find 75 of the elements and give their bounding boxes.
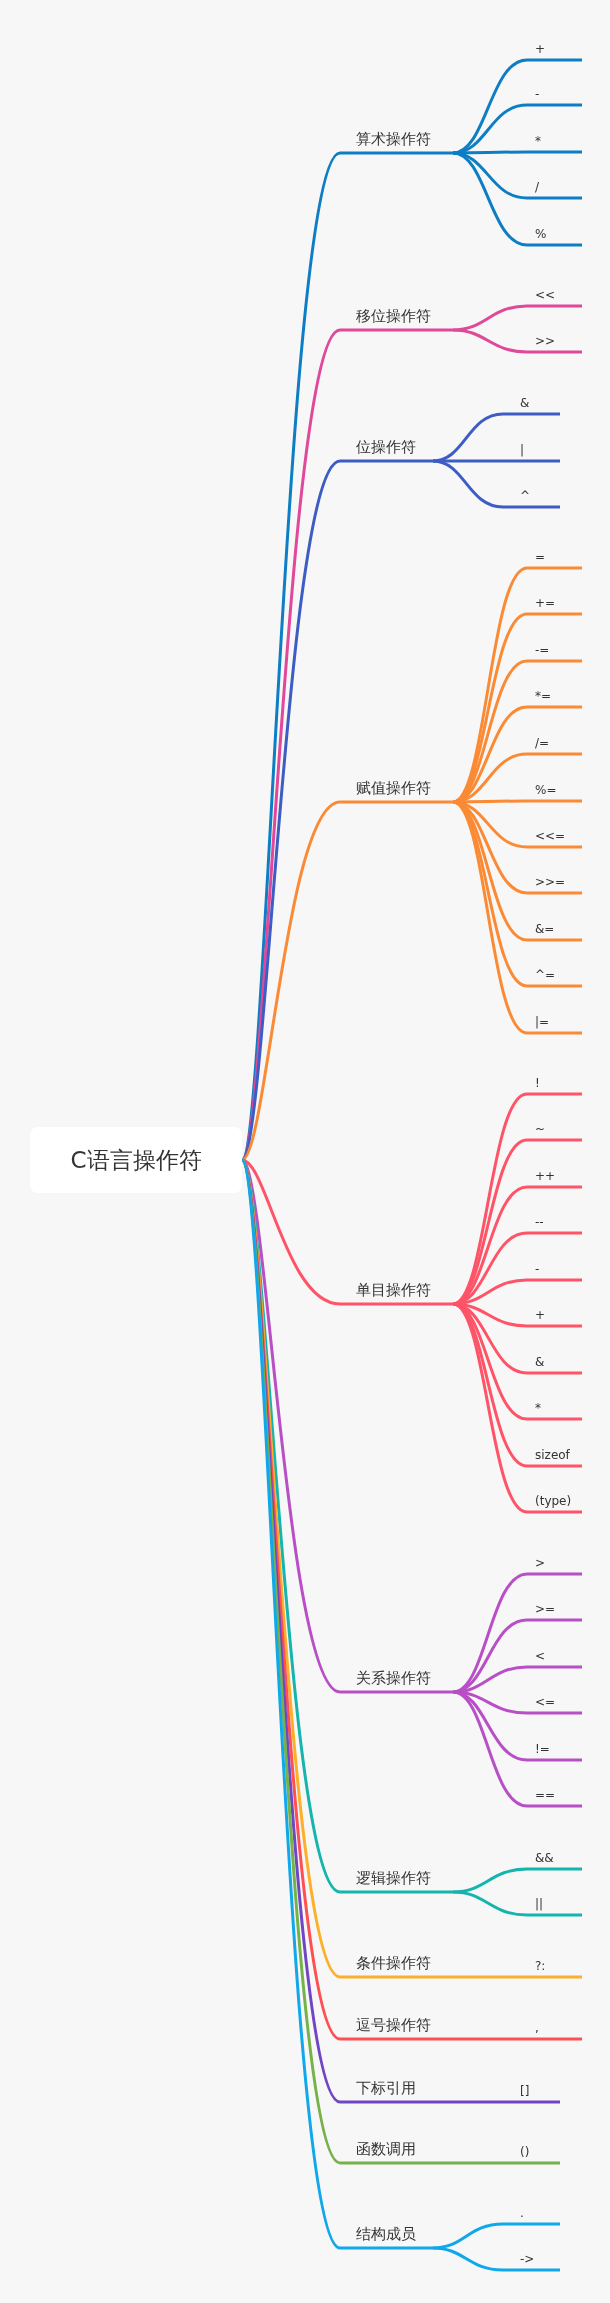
leaf-topic: !=	[527, 1738, 582, 1760]
leaf-topic: sizeof	[527, 1444, 582, 1466]
leaf-topic: /=	[527, 732, 582, 754]
branch-line	[452, 1867, 582, 1894]
leaf-topic: &	[527, 1351, 582, 1373]
branch-line	[433, 2161, 560, 2165]
branch-topic: 函数调用	[340, 2137, 433, 2163]
leaf-topic: *	[527, 130, 582, 152]
branch-line	[452, 328, 582, 354]
leaf-topic: --	[527, 1211, 582, 1233]
leaf-topic: ~	[527, 1118, 582, 1140]
branch-line	[432, 412, 560, 463]
leaf-topic: *=	[527, 685, 582, 707]
branch-topic: 位操作符	[340, 435, 433, 461]
branch-line	[453, 1975, 582, 1979]
leaf-topic: +	[527, 38, 582, 60]
branch-line	[453, 150, 582, 155]
leaf-topic: <<	[527, 284, 582, 306]
leaf-topic: ++	[527, 1165, 582, 1187]
branch-line	[453, 2037, 582, 2041]
branch-line	[432, 2222, 560, 2250]
leaf-topic: +=	[527, 592, 582, 614]
leaf-topic: >>=	[527, 871, 582, 893]
leaf-topic: +	[527, 1304, 582, 1326]
leaf-topic: >=	[527, 1598, 582, 1620]
leaf-topic: ^=	[527, 964, 582, 986]
leaf-topic: >>	[527, 330, 582, 352]
leaf-topic: ==	[527, 1784, 582, 1806]
leaf-topic: >	[527, 1552, 582, 1574]
leaf-topic: ,	[527, 2017, 582, 2039]
branch-line	[452, 1890, 582, 1917]
leaf-topic: []	[503, 2080, 560, 2102]
leaf-topic: *	[527, 1397, 582, 1419]
branch-line	[452, 151, 582, 247]
branch-topic: 算术操作符	[340, 127, 453, 153]
branch-topic: 结构成员	[340, 2222, 433, 2248]
branch-line	[240, 459, 433, 1161]
leaf-topic: ->	[503, 2248, 560, 2270]
leaf-topic: =	[527, 546, 582, 568]
leaf-topic: ^	[503, 485, 560, 507]
leaf-topic: <	[527, 1645, 582, 1667]
leaf-topic: !	[527, 1072, 582, 1094]
branch-line	[432, 2246, 560, 2272]
leaf-topic: .	[503, 2202, 560, 2224]
leaf-topic: ||	[527, 1893, 582, 1915]
leaf-topic: -	[527, 83, 582, 105]
leaf-topic: %=	[527, 779, 582, 801]
leaf-topic: <<=	[527, 825, 582, 847]
leaf-topic: -=	[527, 639, 582, 661]
branch-topic: 移位操作符	[340, 304, 453, 330]
leaf-topic: (type)	[527, 1490, 582, 1512]
branch-topic: 赋值操作符	[340, 776, 453, 802]
branch-line	[452, 304, 582, 332]
leaf-topic: &	[503, 392, 560, 414]
leaf-topic: %	[527, 223, 582, 245]
leaf-topic: /	[527, 176, 582, 198]
leaf-topic: &=	[527, 918, 582, 940]
branch-line	[240, 800, 453, 1161]
leaf-topic: <=	[527, 1691, 582, 1713]
branch-line	[241, 1158, 453, 1306]
branch-line	[432, 459, 560, 509]
leaf-topic: ?:	[527, 1955, 582, 1977]
leaf-topic: ()	[503, 2141, 560, 2163]
leaf-topic: -	[527, 1258, 582, 1280]
branch-line	[433, 2100, 560, 2104]
root-topic: C语言操作符	[30, 1127, 242, 1193]
leaf-topic: |	[503, 439, 560, 461]
branch-topic: 下标引用	[340, 2076, 433, 2102]
leaf-topic: &&	[527, 1847, 582, 1869]
branch-topic: 逻辑操作符	[340, 1866, 453, 1892]
branch-topic: 单目操作符	[340, 1278, 453, 1304]
branch-topic: 逗号操作符	[340, 2013, 453, 2039]
leaf-topic: |=	[527, 1011, 582, 1033]
branch-topic: 关系操作符	[340, 1666, 453, 1692]
branch-topic: 条件操作符	[340, 1951, 453, 1977]
